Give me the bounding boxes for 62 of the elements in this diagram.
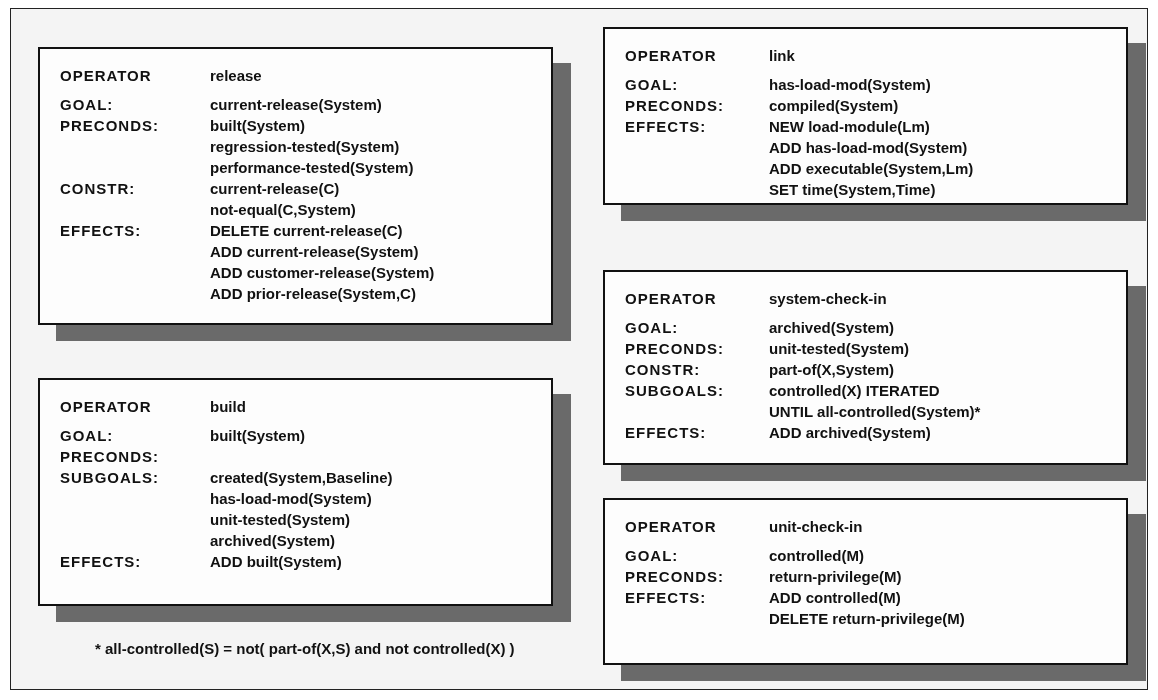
field-keyword: OPERATOR bbox=[625, 46, 718, 66]
field-value: has-load-mod(System) bbox=[210, 489, 373, 509]
field-keyword: EFFECTS: bbox=[625, 117, 708, 137]
field-keyword: CONSTR: bbox=[60, 179, 137, 199]
field-value: unit-tested(System) bbox=[769, 339, 911, 359]
field-value: ADD prior-release(System,C) bbox=[210, 284, 417, 304]
field-keyword: OPERATOR bbox=[60, 397, 153, 417]
field-keyword: PRECONDS: bbox=[625, 339, 725, 359]
field-value: NEW load-module(Lm) bbox=[769, 117, 931, 137]
field-keyword: PRECONDS: bbox=[625, 567, 725, 587]
field-value: built(System) bbox=[210, 116, 306, 136]
field-keyword: OPERATOR bbox=[625, 289, 718, 309]
field-keyword: EFFECTS: bbox=[625, 588, 708, 608]
field-keyword: GOAL: bbox=[60, 95, 115, 115]
field-keyword: GOAL: bbox=[625, 546, 680, 566]
field-keyword: PRECONDS: bbox=[625, 96, 725, 116]
field-value: controlled(M) bbox=[769, 546, 865, 566]
field-value: unit-tested(System) bbox=[210, 510, 352, 530]
field-value: ADD current-release(System) bbox=[210, 242, 420, 262]
field-keyword: SUBGOALS: bbox=[625, 381, 725, 401]
field-value: ADD customer-release(System) bbox=[210, 263, 435, 283]
footnote: * all-controlled(S) = not( part-of(X,S) and not controlled(X) ) bbox=[95, 640, 515, 657]
field-value: not-equal(C,System) bbox=[210, 200, 357, 220]
field-value: controlled(X) ITERATED bbox=[769, 381, 941, 401]
field-value: current-release(C) bbox=[210, 179, 341, 199]
field-keyword: CONSTR: bbox=[625, 360, 702, 380]
field-keyword: GOAL: bbox=[60, 426, 115, 446]
field-keyword: OPERATOR bbox=[60, 66, 153, 86]
field-value: built(System) bbox=[210, 426, 306, 446]
field-value: return-privilege(M) bbox=[769, 567, 903, 587]
field-value: ADD archived(System) bbox=[769, 423, 932, 443]
field-keyword: GOAL: bbox=[625, 318, 680, 338]
field-keyword: OPERATOR bbox=[625, 517, 718, 537]
field-value: regression-tested(System) bbox=[210, 137, 401, 157]
field-keyword: EFFECTS: bbox=[60, 552, 143, 572]
field-value: archived(System) bbox=[210, 531, 337, 551]
field-value: part-of(X,System) bbox=[769, 360, 896, 380]
field-keyword: EFFECTS: bbox=[60, 221, 143, 241]
field-value: ADD has-load-mod(System) bbox=[769, 138, 969, 158]
operator-name: link bbox=[769, 46, 796, 66]
field-value: archived(System) bbox=[769, 318, 896, 338]
field-keyword: GOAL: bbox=[625, 75, 680, 95]
field-keyword: SUBGOALS: bbox=[60, 468, 160, 488]
operator-name: release bbox=[210, 66, 263, 86]
field-value: compiled(System) bbox=[769, 96, 900, 116]
field-value: has-load-mod(System) bbox=[769, 75, 932, 95]
field-value: UNTIL all-controlled(System)* bbox=[769, 402, 981, 422]
field-value: ADD built(System) bbox=[210, 552, 343, 572]
field-value: SET time(System,Time) bbox=[769, 180, 937, 200]
field-value: ADD controlled(M) bbox=[769, 588, 902, 608]
operator-name: unit-check-in bbox=[769, 517, 864, 537]
field-value: created(System,Baseline) bbox=[210, 468, 393, 488]
field-value: DELETE current-release(C) bbox=[210, 221, 404, 241]
operator-name: build bbox=[210, 397, 247, 417]
field-value: performance-tested(System) bbox=[210, 158, 415, 178]
field-value: DELETE return-privilege(M) bbox=[769, 609, 965, 629]
field-value: ADD executable(System,Lm) bbox=[769, 159, 974, 179]
field-keyword: EFFECTS: bbox=[625, 423, 708, 443]
field-value: current-release(System) bbox=[210, 95, 383, 115]
field-keyword: PRECONDS: bbox=[60, 116, 160, 136]
field-keyword: PRECONDS: bbox=[60, 447, 160, 467]
operator-name: system-check-in bbox=[769, 289, 888, 309]
